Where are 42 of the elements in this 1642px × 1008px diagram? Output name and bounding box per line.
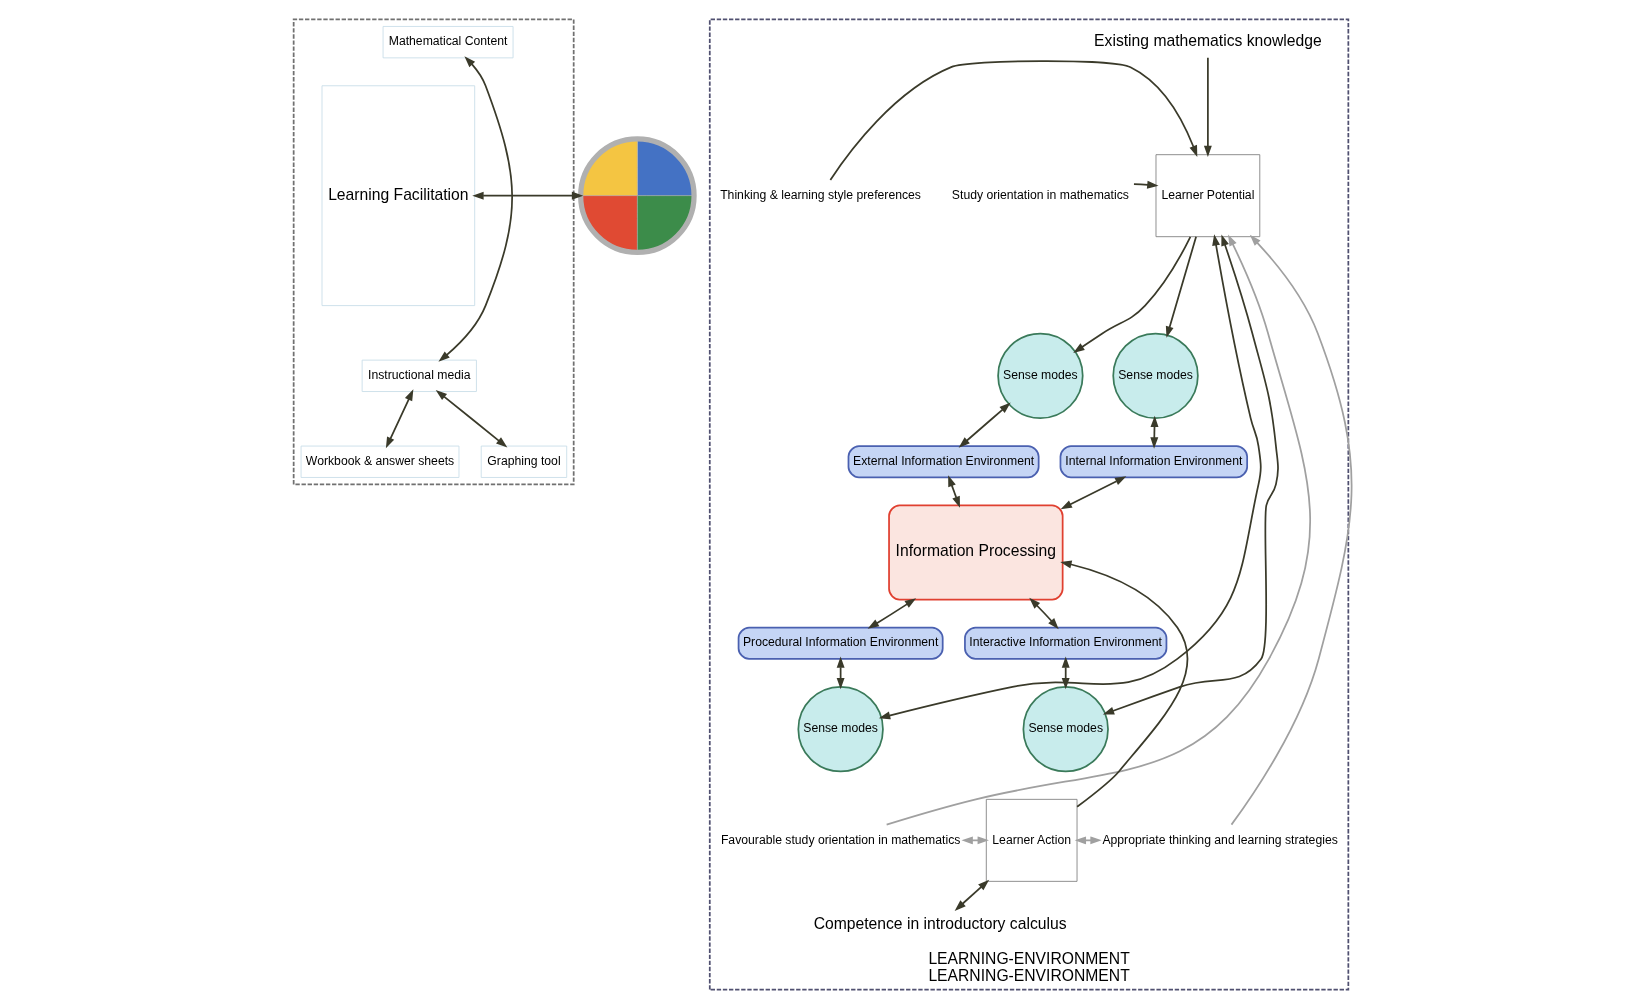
arrow: [885, 233, 1311, 825]
node-circle: Sense modes: [1022, 685, 1109, 772]
arrow: [1060, 475, 1127, 509]
arrow: [1230, 234, 1353, 825]
arrow: [1203, 56, 1212, 157]
node-box: Graphing tool: [480, 445, 568, 478]
arrow: [472, 191, 584, 200]
node-text: Thinking & learning style preferences: [720, 187, 921, 202]
arrow: [829, 59, 1198, 181]
arrow: [438, 55, 513, 362]
node-text: Appropriate thinking and learning strategies: [1102, 832, 1338, 847]
arrow: [1165, 235, 1197, 338]
node-text: Study orientation in mathematics: [951, 187, 1129, 202]
node-box: Learner Action: [985, 798, 1078, 882]
node-box: Mathematical Content: [382, 25, 514, 58]
node-circle: Sense modes: [1112, 332, 1199, 419]
arrow: [1073, 235, 1192, 353]
node-box: Interactive Information Environment: [964, 626, 1168, 660]
arrow: [435, 389, 508, 448]
node-box: Information Processing: [888, 504, 1064, 600]
arrow: [1029, 597, 1059, 629]
arrow: [954, 879, 990, 911]
arrow: [1102, 233, 1279, 715]
node-box: External Information Environment: [847, 444, 1040, 478]
arrow: [961, 835, 989, 844]
node-box: Learning Facilitation: [321, 84, 476, 306]
node-text: Favourable study orientation in mathematics: [720, 832, 961, 847]
node-box: Procedural Information Environment: [737, 626, 944, 660]
arrow: [836, 656, 845, 689]
arrow: [1061, 656, 1070, 689]
arrow: [385, 388, 414, 448]
node-box: Learner Potential: [1155, 153, 1261, 237]
arrow: [1060, 560, 1189, 808]
node-box: Internal Information Environment: [1059, 444, 1248, 478]
arrow: [958, 402, 1011, 448]
node-circle: Sense modes: [797, 685, 884, 772]
node-text: Existing mathematics knowledge: [1094, 31, 1322, 49]
arrow: [878, 233, 1262, 719]
node-text: Competence in introductory calculus: [813, 914, 1067, 932]
node-box: Instructional media: [361, 359, 477, 392]
arrow: [867, 597, 917, 629]
node-box: Workbook & answer sheets: [300, 445, 460, 478]
